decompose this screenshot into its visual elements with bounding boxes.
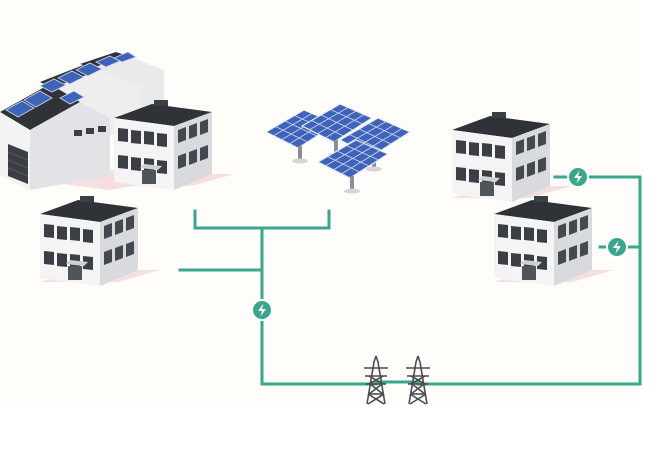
transmission-tower-icon <box>363 355 389 405</box>
lightning-bolt-icon <box>567 166 589 188</box>
office-building-icon <box>452 112 572 202</box>
lightning-bolt-icon <box>606 236 628 258</box>
office-building-icon <box>494 196 614 286</box>
transmission-tower-icon <box>405 355 431 405</box>
lightning-bolt-icon <box>251 299 273 321</box>
office-building-icon <box>40 196 160 286</box>
solar-panel-icon <box>265 103 411 195</box>
office-building-icon <box>114 100 234 190</box>
